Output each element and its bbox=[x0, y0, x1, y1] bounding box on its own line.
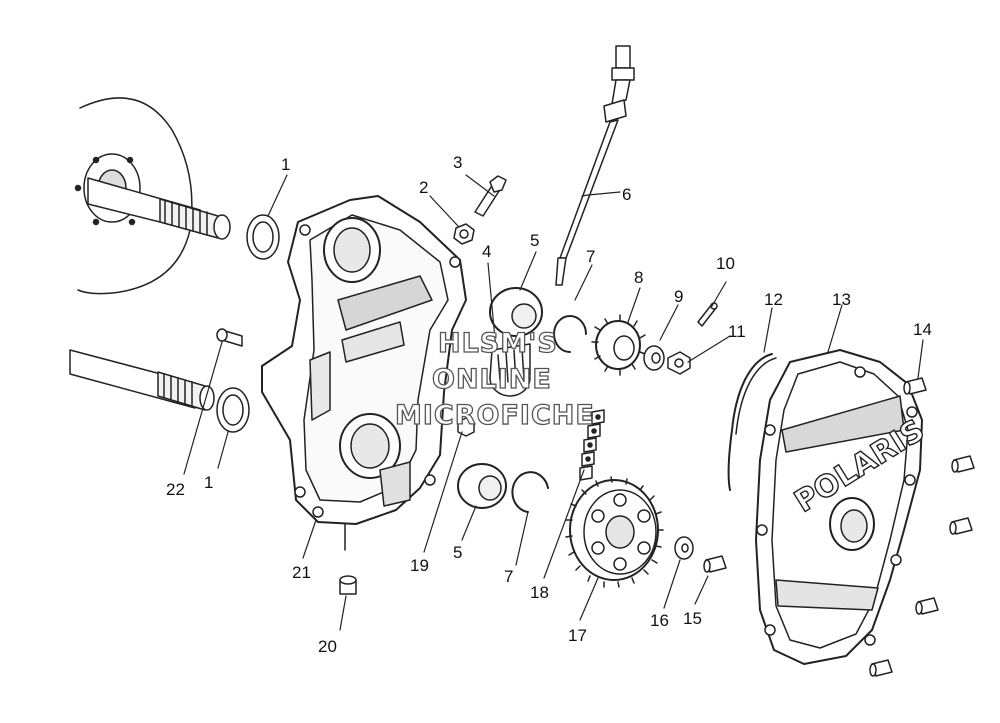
callout-11: 11 bbox=[728, 322, 746, 341]
callout-9: 9 bbox=[674, 287, 683, 306]
sprocket-washer bbox=[674, 536, 694, 560]
chaincase-cover bbox=[755, 349, 923, 665]
castle-nut bbox=[667, 351, 691, 375]
dipstick bbox=[555, 45, 635, 286]
callout-2: 2 bbox=[419, 178, 428, 197]
watermark-line-2: ONLINE bbox=[432, 364, 552, 395]
callout-19: 19 bbox=[410, 556, 429, 575]
callout-17: 17 bbox=[568, 626, 587, 645]
bearing-cup-lower bbox=[457, 463, 507, 509]
callout-21: 21 bbox=[292, 563, 311, 582]
callout-20: 20 bbox=[318, 637, 337, 656]
callout-22: 22 bbox=[166, 480, 185, 499]
lower-drive-shaft bbox=[69, 349, 215, 411]
shaft-seal-upper bbox=[246, 214, 280, 260]
callout-3: 3 bbox=[453, 153, 462, 172]
leader-lines bbox=[183, 174, 924, 631]
callout-5-lower: 5 bbox=[453, 543, 462, 562]
hex-nut-upper bbox=[453, 223, 475, 245]
sprocket-bolt bbox=[703, 555, 727, 573]
driven-sprocket bbox=[565, 476, 664, 588]
callout-15: 15 bbox=[683, 609, 702, 628]
watermark-line-1: HLSM'S bbox=[438, 328, 558, 359]
tensioner-bolt bbox=[474, 175, 507, 217]
roller-bearing bbox=[489, 343, 531, 397]
callout-10: 10 bbox=[716, 254, 735, 273]
upper-drive-shaft bbox=[87, 177, 231, 240]
callout-5-upper: 5 bbox=[530, 231, 539, 250]
dowel-pin bbox=[216, 328, 243, 347]
callout-12: 12 bbox=[764, 290, 783, 309]
callout-16: 16 bbox=[650, 611, 669, 630]
snap-ring-lower bbox=[511, 471, 549, 513]
chaincase-housing bbox=[261, 195, 467, 551]
callout-8: 8 bbox=[634, 268, 643, 287]
shaft-seal-lower bbox=[216, 387, 250, 433]
callout-13: 13 bbox=[832, 290, 851, 309]
callout-14: 14 bbox=[913, 320, 932, 339]
drain-plug bbox=[339, 575, 357, 595]
callout-1-upper: 1 bbox=[281, 155, 290, 174]
watermark-line-3: MICROFICHE bbox=[395, 400, 595, 431]
cover-bolts bbox=[869, 377, 975, 677]
flat-washer bbox=[643, 345, 665, 371]
cover-gasket bbox=[727, 353, 777, 491]
drive-chain bbox=[579, 409, 605, 481]
watermark: HLSM'S ONLINE MICROFICHE bbox=[394, 327, 595, 431]
callout-7-lower: 7 bbox=[504, 567, 513, 586]
drive-sprocket bbox=[591, 314, 646, 376]
callout-4: 4 bbox=[482, 242, 491, 261]
callout-18: 18 bbox=[530, 583, 549, 602]
cotter-pin bbox=[697, 302, 718, 327]
bearing-cup-upper bbox=[489, 287, 543, 337]
callout-7-upper: 7 bbox=[586, 247, 595, 266]
callout-numbers: 1 1 2 3 4 5 5 6 7 7 8 9 10 11 12 13 14 1… bbox=[166, 153, 932, 656]
callout-1-lower: 1 bbox=[204, 473, 213, 492]
callout-6: 6 bbox=[622, 185, 631, 204]
snap-ring-upper bbox=[553, 315, 587, 353]
